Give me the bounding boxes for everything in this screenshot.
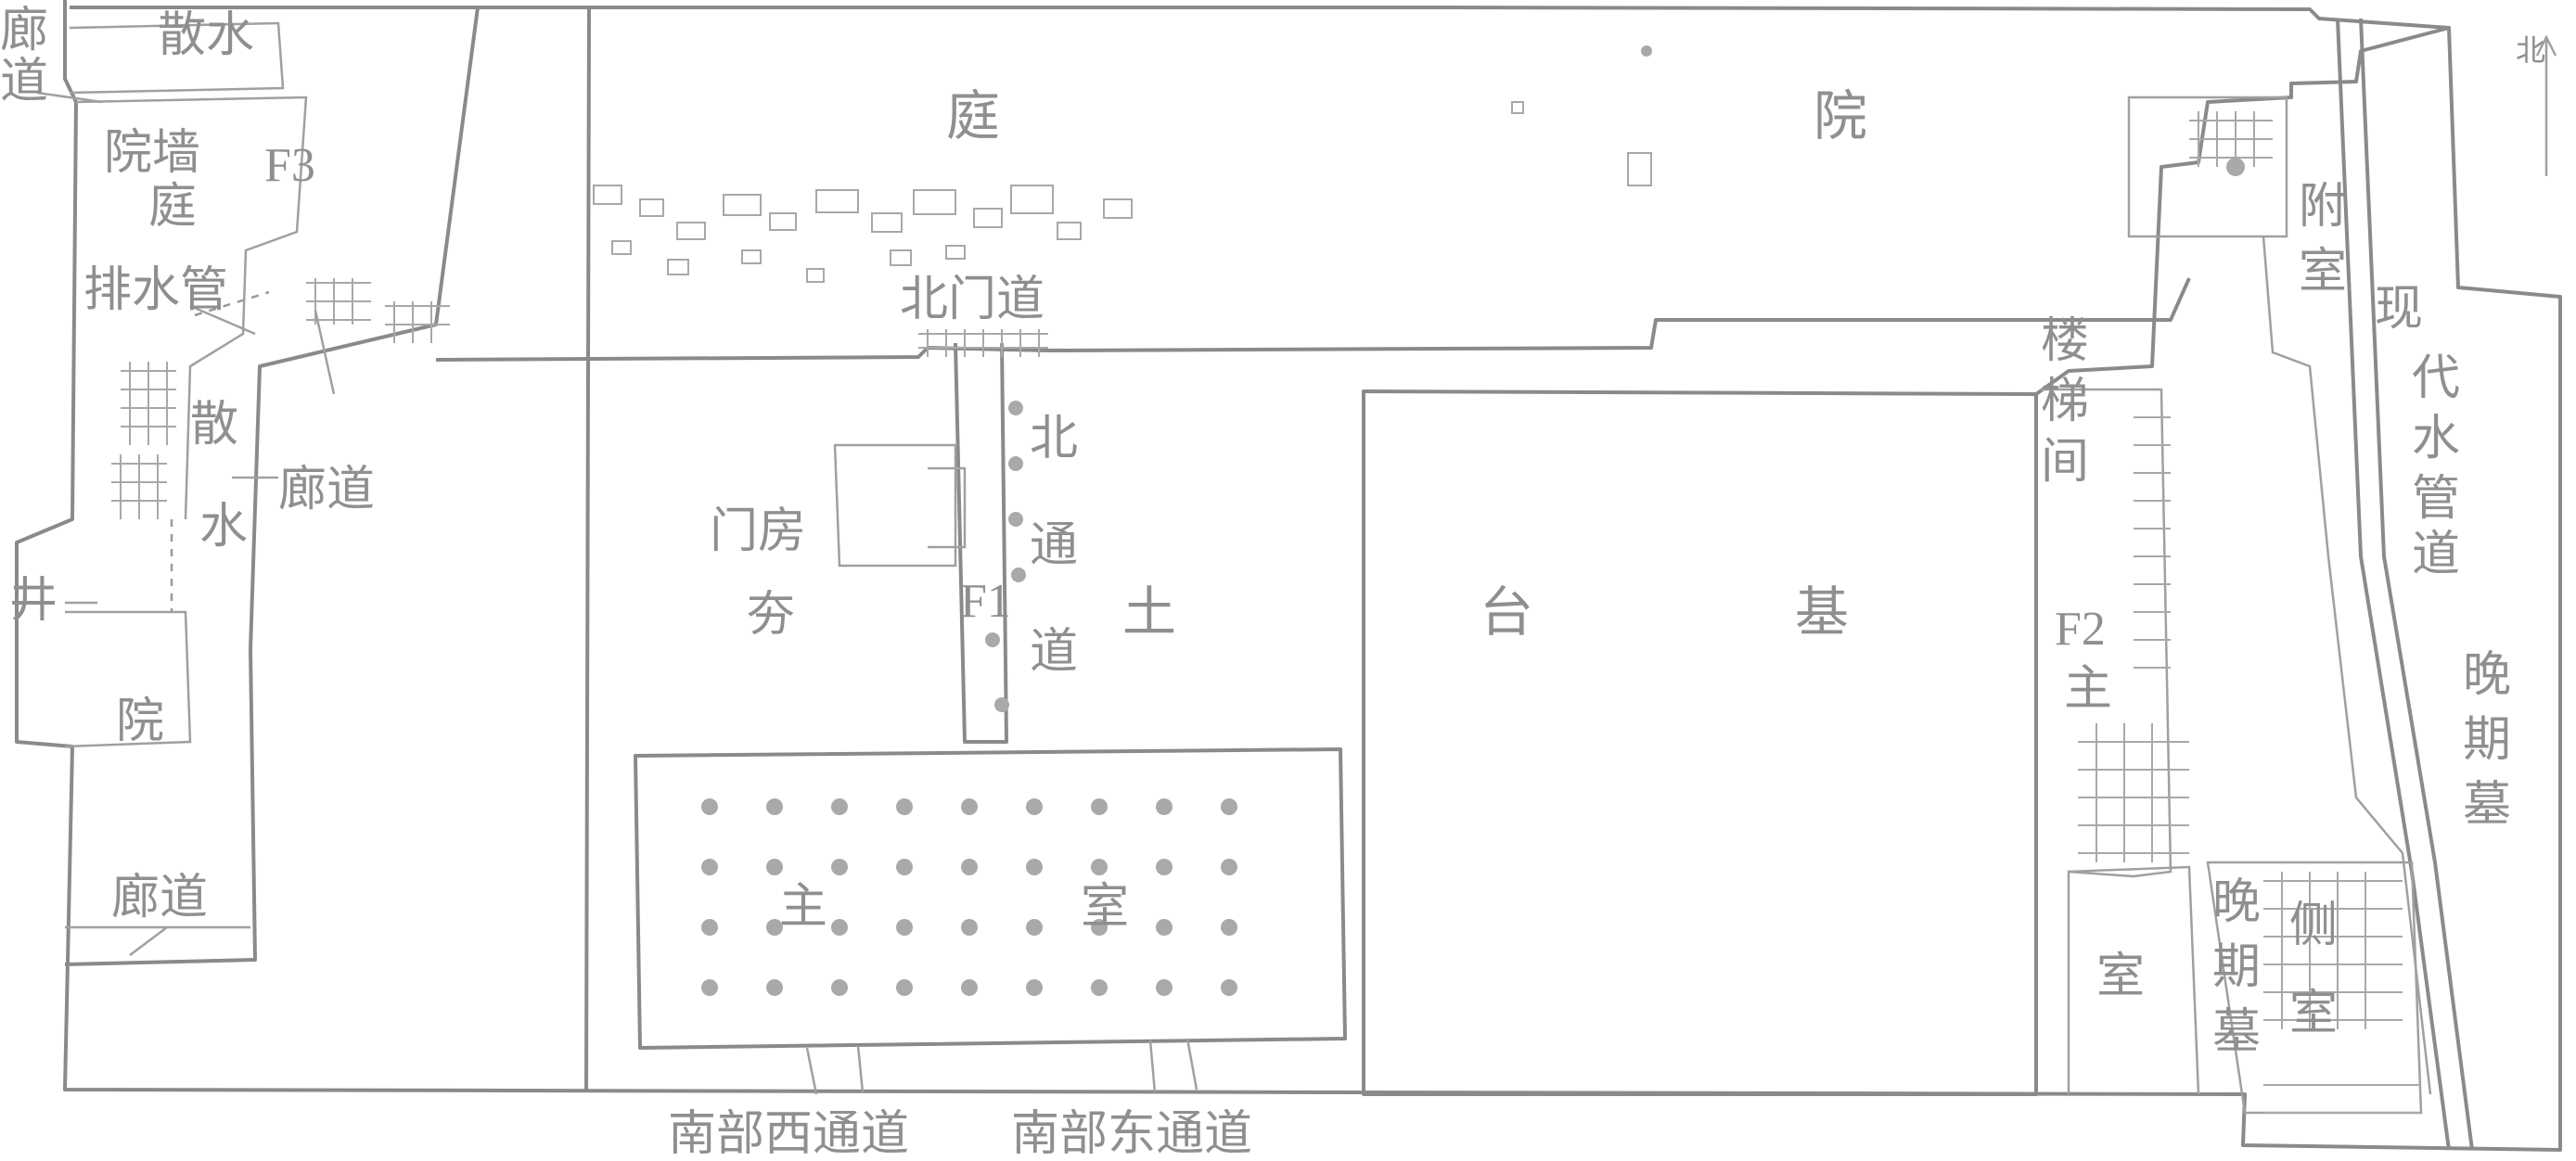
label-courtyard-1: 庭 bbox=[946, 84, 1000, 147]
south-passages bbox=[805, 1038, 1198, 1095]
label-south-west-path: 南部西通道 bbox=[668, 1106, 909, 1161]
label-platform-1: 台 bbox=[1480, 580, 1533, 644]
label-north-path-1: 北 bbox=[1030, 411, 1078, 466]
label-late-tomb-east-2: 期 bbox=[2463, 712, 2511, 768]
label-side: 夯 bbox=[747, 587, 795, 643]
courtyard-south-wall bbox=[435, 277, 2191, 362]
leader-lines bbox=[36, 91, 336, 956]
north-arrow-icon bbox=[2535, 34, 2557, 176]
label-corridor-nw-1: 廊 bbox=[0, 3, 48, 58]
east-complex-outline bbox=[2034, 26, 2450, 396]
label-modern-pipe-5: 道 bbox=[2412, 527, 2460, 582]
west-wing-wall bbox=[64, 6, 480, 966]
label-annex-1: 附 bbox=[2299, 179, 2347, 235]
northwest-room bbox=[69, 21, 285, 95]
pillar-bases bbox=[701, 45, 2245, 996]
platform-outline bbox=[1362, 389, 2038, 1096]
label-gatehouse: 门房 bbox=[710, 504, 806, 559]
label-corridor-nw-2: 道 bbox=[0, 54, 48, 109]
label-stair-2: 梯 bbox=[2041, 374, 2089, 429]
gatehouse bbox=[833, 443, 957, 568]
label-f3: F3 bbox=[264, 139, 315, 192]
drain-pipe-dashed bbox=[170, 290, 270, 612]
label-stair-1: 楼 bbox=[2041, 313, 2089, 369]
east-corridor bbox=[2262, 236, 2432, 1095]
label-main-room-2: 室 bbox=[1081, 879, 1129, 935]
label-main-east-1: 主 bbox=[2064, 661, 2112, 717]
label-north-path-3: 道 bbox=[1030, 624, 1078, 680]
label-yard-wall-2: 庭 bbox=[148, 179, 197, 235]
label-sanshui-v1: 散 bbox=[190, 397, 238, 453]
courtyard-tile-fragments bbox=[593, 101, 1652, 283]
modern-pipe-line-1 bbox=[2336, 18, 2451, 1151]
label-late-tomb-2: 期 bbox=[2212, 939, 2261, 995]
label-f2: F2 bbox=[2055, 603, 2106, 656]
label-side-room-2: 室 bbox=[2289, 986, 2338, 1041]
label-corridor-sw: 廊道 bbox=[111, 870, 208, 925]
label-stair-3: 间 bbox=[2041, 434, 2089, 490]
label-yard-w: 院 bbox=[116, 694, 164, 749]
label-south-east-path: 南部东通道 bbox=[1011, 1106, 1252, 1161]
annex-room bbox=[2127, 96, 2288, 238]
main-hall-outline bbox=[634, 747, 1347, 1050]
label-annex-2: 室 bbox=[2299, 244, 2347, 300]
label-modern-pipe-2: 代 bbox=[2412, 351, 2460, 406]
label-north-gate-path: 北门道 bbox=[900, 272, 1044, 327]
label-courtyard-2: 院 bbox=[1813, 84, 1867, 147]
north-passage bbox=[954, 342, 1008, 744]
label-late-tomb-east-1: 晚 bbox=[2463, 647, 2511, 703]
east-south-room bbox=[2068, 865, 2200, 1095]
label-sanshui-top: 散水 bbox=[158, 7, 254, 63]
label-main-east-2: 室 bbox=[2096, 949, 2145, 1004]
label-corridor-w: 廊道 bbox=[278, 462, 375, 517]
west-inner-wall bbox=[75, 96, 308, 520]
tile-grids bbox=[111, 111, 2421, 1114]
modern-pipe-line-2 bbox=[2359, 18, 2474, 1151]
label-well: 井 bbox=[9, 573, 58, 629]
label-late-tomb-1: 晚 bbox=[2212, 874, 2261, 930]
label-platform-2: 基 bbox=[1795, 580, 1849, 644]
label-sanshui-v2: 水 bbox=[199, 499, 248, 555]
label-modern-pipe-3: 水 bbox=[2412, 411, 2460, 466]
label-main-room-1: 主 bbox=[779, 879, 827, 935]
east-main-room bbox=[2041, 388, 2172, 1094]
label-side-room-1: 侧 bbox=[2289, 898, 2338, 953]
label-modern-pipe-4: 管 bbox=[2412, 471, 2460, 527]
west-yard-edge bbox=[64, 610, 192, 748]
label-late-tomb-east-3: 墓 bbox=[2463, 777, 2511, 833]
label-earth: 土 bbox=[1122, 580, 1176, 644]
courtyard-west-wall bbox=[584, 8, 591, 1093]
label-late-tomb-3: 墓 bbox=[2212, 1004, 2261, 1060]
label-modern-pipe-1: 现 bbox=[2375, 281, 2423, 337]
outer-boundary bbox=[15, 0, 2562, 1152]
label-yard-wall: 院墙 bbox=[104, 125, 200, 181]
label-f1: F1 bbox=[960, 575, 1011, 628]
gatehouse-inner bbox=[928, 466, 967, 549]
label-drain-pipe: 排水管 bbox=[83, 262, 228, 318]
label-north-path-2: 通 bbox=[1030, 517, 1078, 573]
